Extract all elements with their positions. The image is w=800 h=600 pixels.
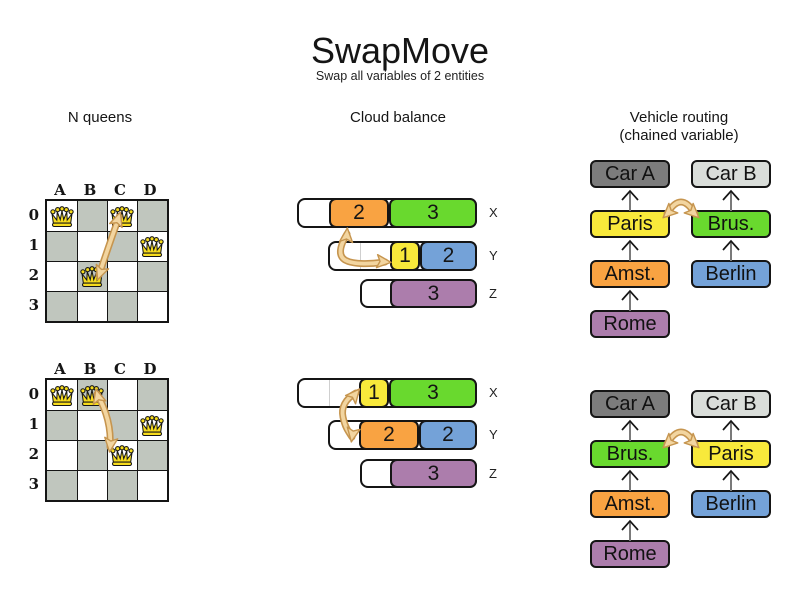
chain-arrowhead-icon [723, 241, 739, 250]
section-title-cloud-balance: Cloud balance [338, 109, 458, 126]
board-cell [47, 410, 77, 440]
board-cell [107, 410, 137, 440]
cloud-bar-after-X: 13 [297, 378, 477, 408]
page-subtitle: Swap all variables of 2 entities [0, 69, 800, 83]
cloud-process-block: 2 [359, 420, 419, 450]
vrp-box-after-rome: Rome [590, 540, 670, 568]
cloud-process-block: 2 [420, 241, 477, 271]
board-row-label: 2 [23, 266, 39, 284]
board-cell [77, 440, 107, 470]
board-col-label: A [45, 360, 75, 378]
chain-arrowhead-icon [622, 421, 638, 430]
vrp-box-before-berlin: Berlin [691, 260, 771, 288]
board-cell [137, 261, 167, 291]
chess-board-before [45, 199, 169, 323]
cloud-process-block: 2 [419, 420, 477, 450]
chain-arrowhead-icon [622, 291, 638, 300]
cloud-ghost-line [360, 243, 361, 269]
cloud-process-block: 3 [389, 198, 477, 228]
board-col-label: C [105, 360, 135, 378]
board-col-label: D [135, 181, 165, 199]
board-gridline [47, 470, 167, 471]
vrp-box-before-carb: Car B [691, 160, 771, 188]
chain-arrowhead-icon [622, 241, 638, 250]
board-col-label: B [75, 360, 105, 378]
board-cell [137, 380, 167, 410]
cloud-process-block: 3 [390, 279, 477, 308]
cloud-bar-before-Y: 12 [328, 241, 477, 271]
cloud-bar-after-Y: 22 [328, 420, 477, 450]
queen-icon [78, 264, 106, 295]
cloud-process-block: 2 [329, 198, 389, 228]
board-gridline [47, 291, 167, 292]
queen-icon [48, 204, 76, 235]
chain-arrowhead-icon [723, 471, 739, 480]
cloud-row-label-before-Z: Z [489, 286, 497, 301]
cloud-row-label-after-Z: Z [489, 466, 497, 481]
board-row-label: 0 [23, 385, 39, 403]
cloud-ghost-line [329, 380, 330, 406]
board-col-label: B [75, 181, 105, 199]
chain-arrowhead-icon [622, 521, 638, 530]
queen-icon [78, 383, 106, 414]
board-cell [77, 201, 107, 231]
chain-arrowhead-icon [723, 191, 739, 200]
cloud-process-block: 1 [359, 378, 389, 408]
section-subtitle-chained-variable: (chained variable) [609, 127, 749, 144]
page-title: SwapMove [0, 30, 800, 72]
cloud-bar-after-Z: 3 [360, 459, 477, 488]
cloud-row-label-after-X: X [489, 385, 498, 400]
board-cell [107, 470, 137, 500]
chain-arrowhead-icon [622, 471, 638, 480]
board-cell [47, 291, 77, 321]
board-row-label: 3 [23, 296, 39, 314]
section-title-nqueens: N queens [40, 109, 160, 126]
chain-arrowhead-icon [723, 421, 739, 430]
section-title-vehicle-routing: Vehicle routing [609, 109, 749, 126]
vrp-box-before-paris: Paris [590, 210, 670, 238]
cloud-process-block: 1 [390, 241, 420, 271]
board-cell [107, 291, 137, 321]
board-col-label: C [105, 181, 135, 199]
vrp-box-before-brus: Brus. [691, 210, 771, 238]
queen-icon [138, 234, 166, 265]
queen-icon [108, 443, 136, 474]
board-col-label: D [135, 360, 165, 378]
cloud-bar-before-Z: 3 [360, 279, 477, 308]
cloud-row-label-before-X: X [489, 205, 498, 220]
vrp-box-after-brus: Brus. [590, 440, 670, 468]
board-cell [137, 201, 167, 231]
board-cell [47, 470, 77, 500]
cloud-row-label-after-Y: Y [489, 427, 498, 442]
chain-arrowhead-icon [622, 191, 638, 200]
board-col-label: A [45, 181, 75, 199]
vrp-box-after-paris: Paris [691, 440, 771, 468]
board-cell [137, 440, 167, 470]
board-cell [47, 231, 77, 261]
board-row-label: 3 [23, 475, 39, 493]
queen-icon [108, 204, 136, 235]
vrp-box-after-amst: Amst. [590, 490, 670, 518]
cloud-process-block: 3 [389, 378, 477, 408]
chess-board-after [45, 378, 169, 502]
board-row-label: 1 [23, 236, 39, 254]
cloud-process-block: 3 [390, 459, 477, 488]
board-cell [107, 231, 137, 261]
vrp-box-after-cara: Car A [590, 390, 670, 418]
vrp-box-after-berlin: Berlin [691, 490, 771, 518]
board-row-label: 0 [23, 206, 39, 224]
vrp-box-after-carb: Car B [691, 390, 771, 418]
board-row-label: 1 [23, 415, 39, 433]
board-row-label: 2 [23, 445, 39, 463]
cloud-row-label-before-Y: Y [489, 248, 498, 263]
queen-icon [138, 413, 166, 444]
vrp-box-before-amst: Amst. [590, 260, 670, 288]
vrp-box-before-cara: Car A [590, 160, 670, 188]
cloud-bar-before-X: 23 [297, 198, 477, 228]
vrp-box-before-rome: Rome [590, 310, 670, 338]
queen-icon [48, 383, 76, 414]
